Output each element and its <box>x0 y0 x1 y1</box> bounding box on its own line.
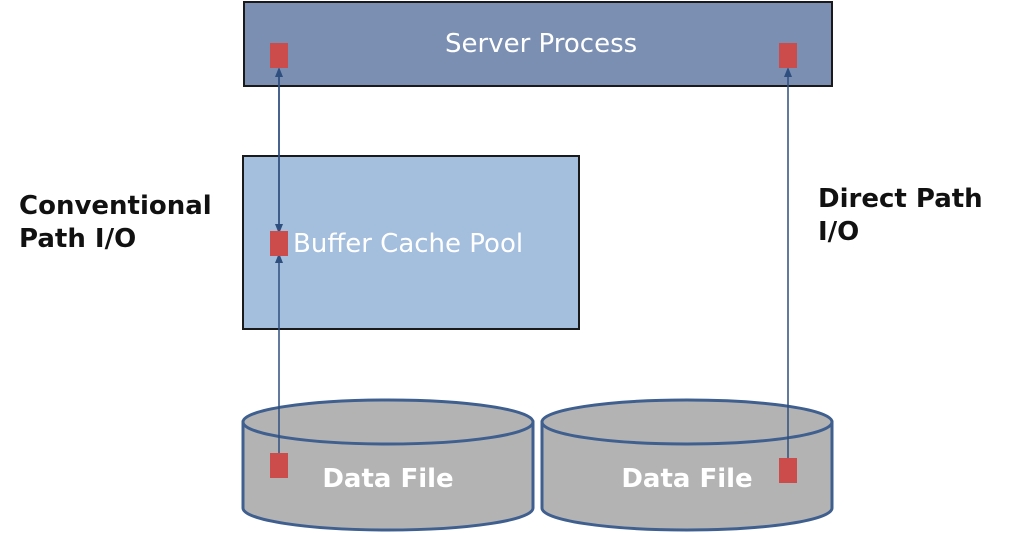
server-left-block-marker <box>270 43 288 68</box>
direct-line-2: I/O <box>818 217 860 247</box>
cylinder-2-top <box>540 398 834 446</box>
conventional-path-io-label: Conventional Path I/O <box>19 190 212 256</box>
cylinder-2-body <box>540 420 834 532</box>
direct-line-1: Direct Path <box>818 184 983 214</box>
conventional-line-2: Path I/O <box>19 224 137 254</box>
conventional-line-1: Conventional <box>19 191 212 221</box>
data-file-cylinder-1: Data File <box>241 398 535 532</box>
buffer-cache-pool-box: Buffer Cache Pool <box>242 155 580 330</box>
cylinder-1-top <box>241 398 535 446</box>
buffer-block-marker <box>270 231 288 256</box>
buffer-cache-pool-label: Buffer Cache Pool <box>293 229 524 259</box>
server-process-label: Server Process <box>445 29 638 59</box>
direct-path-io-label: Direct Path I/O <box>818 183 983 249</box>
datafile-2-block-marker <box>779 458 797 483</box>
server-right-block-marker <box>779 43 797 68</box>
cylinder-1-body <box>241 420 535 532</box>
datafile-1-block-marker <box>270 453 288 478</box>
server-process-box: Server Process <box>243 1 833 87</box>
data-file-cylinder-2: Data File <box>540 398 834 532</box>
data-file-label-2: Data File <box>621 464 752 494</box>
data-file-label-1: Data File <box>322 464 453 494</box>
